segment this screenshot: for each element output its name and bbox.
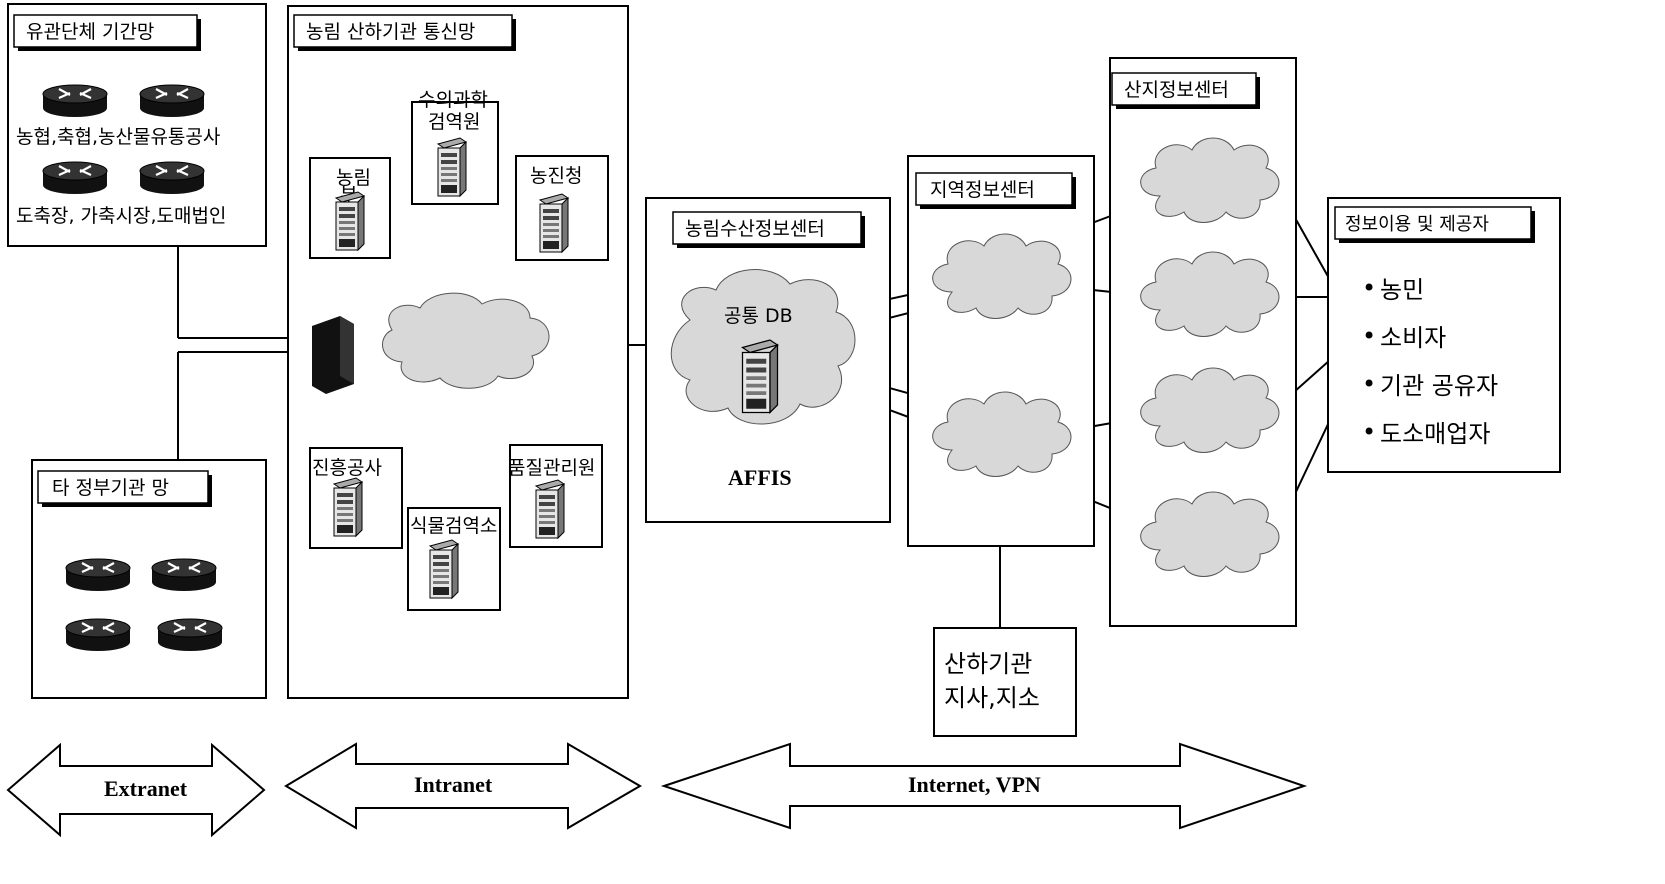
gov-network-title: 타 정부기관 망 bbox=[52, 477, 169, 499]
users-bullet: • bbox=[1362, 274, 1376, 302]
regional-title: 지역정보센터 bbox=[930, 179, 1035, 201]
extranet-org-row2: 도축장, 가축시장,도매법인 bbox=[16, 205, 226, 227]
branch-box: 산하기관 지사,지소 bbox=[933, 627, 1077, 737]
branch-line-2: 지사,지소 bbox=[944, 684, 1040, 712]
router-icon bbox=[64, 557, 132, 593]
users-item: 기관 공유자 bbox=[1380, 372, 1498, 400]
internet-arrow: Internet, VPN bbox=[660, 742, 1308, 830]
intranet-group: 농림 산하기관 통신망 농림 부 수의과학 검역원 농진청 bbox=[287, 5, 629, 699]
internet-arrow-label: Internet, VPN bbox=[908, 772, 1041, 797]
node-ministry-label-1: 농림 bbox=[336, 167, 371, 189]
extranet-org-group: 유관단체 기간망 농협,축협,농산물유통공사 도축장, 가축시장,도매법인 bbox=[7, 3, 267, 247]
router-icon bbox=[156, 617, 224, 653]
node-ministry: 농림 부 bbox=[309, 157, 391, 259]
users-item: 소비자 bbox=[1380, 324, 1446, 352]
node-rural-corp: 진흥공사 bbox=[309, 447, 403, 549]
forest-group: 산지정보센터 bbox=[1109, 57, 1297, 627]
node-plant-quarantine-label: 식물검역소 bbox=[410, 515, 497, 537]
router-icon bbox=[150, 557, 218, 593]
regional-group: 지역정보센터 bbox=[907, 155, 1095, 547]
users-bullet: • bbox=[1362, 370, 1376, 398]
affis-name: AFFIS bbox=[728, 465, 792, 490]
branch-line-1: 산하기관 bbox=[944, 650, 1032, 678]
cloud-icon bbox=[932, 233, 1072, 319]
gov-network-group: 타 정부기관 망 bbox=[31, 459, 267, 699]
users-item: 농민 bbox=[1380, 276, 1424, 304]
extranet-org-title: 유관단체 기간망 bbox=[26, 21, 154, 43]
cloud-icon bbox=[1140, 137, 1280, 223]
node-plant-quarantine: 식물검역소 bbox=[407, 507, 501, 611]
node-rural-corp-label: 진흥공사 bbox=[312, 457, 382, 479]
router-icon bbox=[138, 83, 206, 119]
affis-db-label: 공통 DB bbox=[724, 305, 793, 327]
cloud-icon bbox=[1140, 491, 1280, 577]
users-item: 도소매업자 bbox=[1380, 420, 1490, 448]
cloud-icon bbox=[1140, 251, 1280, 337]
extranet-arrow: Extranet bbox=[6, 742, 266, 838]
extranet-arrow-label: Extranet bbox=[104, 776, 188, 801]
users-title: 정보이용 및 제공자 bbox=[1345, 214, 1489, 235]
intranet-arrow-label: Intranet bbox=[414, 772, 493, 797]
router-icon bbox=[41, 160, 109, 196]
cloud-icon bbox=[932, 391, 1072, 477]
affis-title: 농림수산정보센터 bbox=[685, 218, 825, 240]
firewall-icon bbox=[312, 316, 354, 394]
node-quarantine-label-1: 수의과학 bbox=[418, 89, 488, 111]
node-quarantine: 수의과학 검역원 bbox=[411, 89, 499, 205]
users-bullet: • bbox=[1362, 418, 1376, 446]
node-rda-label: 농진청 bbox=[530, 165, 582, 187]
router-icon bbox=[138, 160, 206, 196]
extranet-org-row1: 농협,축협,농산물유통공사 bbox=[16, 126, 220, 148]
router-icon bbox=[64, 617, 132, 653]
users-bullet: • bbox=[1362, 322, 1376, 350]
node-quality-mgmt-label: 품질관리원 bbox=[508, 457, 595, 479]
forest-title: 산지정보센터 bbox=[1124, 79, 1229, 101]
node-quarantine-label-2: 검역원 bbox=[428, 111, 480, 133]
node-quality-mgmt: 품질관리원 bbox=[508, 444, 603, 548]
users-group: 정보이용 및 제공자 • 농민 • 소비자 • 기관 공유자 • 도소매업자 bbox=[1327, 197, 1561, 473]
cloud-icon bbox=[1140, 367, 1280, 453]
affis-group: 농림수산정보센터 공통 DB AFFIS bbox=[645, 197, 891, 523]
router-icon bbox=[41, 83, 109, 119]
node-rda: 농진청 bbox=[515, 155, 609, 261]
intranet-arrow: Intranet bbox=[284, 742, 642, 830]
intranet-cloud-icon bbox=[382, 292, 550, 389]
intranet-title: 농림 산하기관 통신망 bbox=[306, 21, 475, 43]
